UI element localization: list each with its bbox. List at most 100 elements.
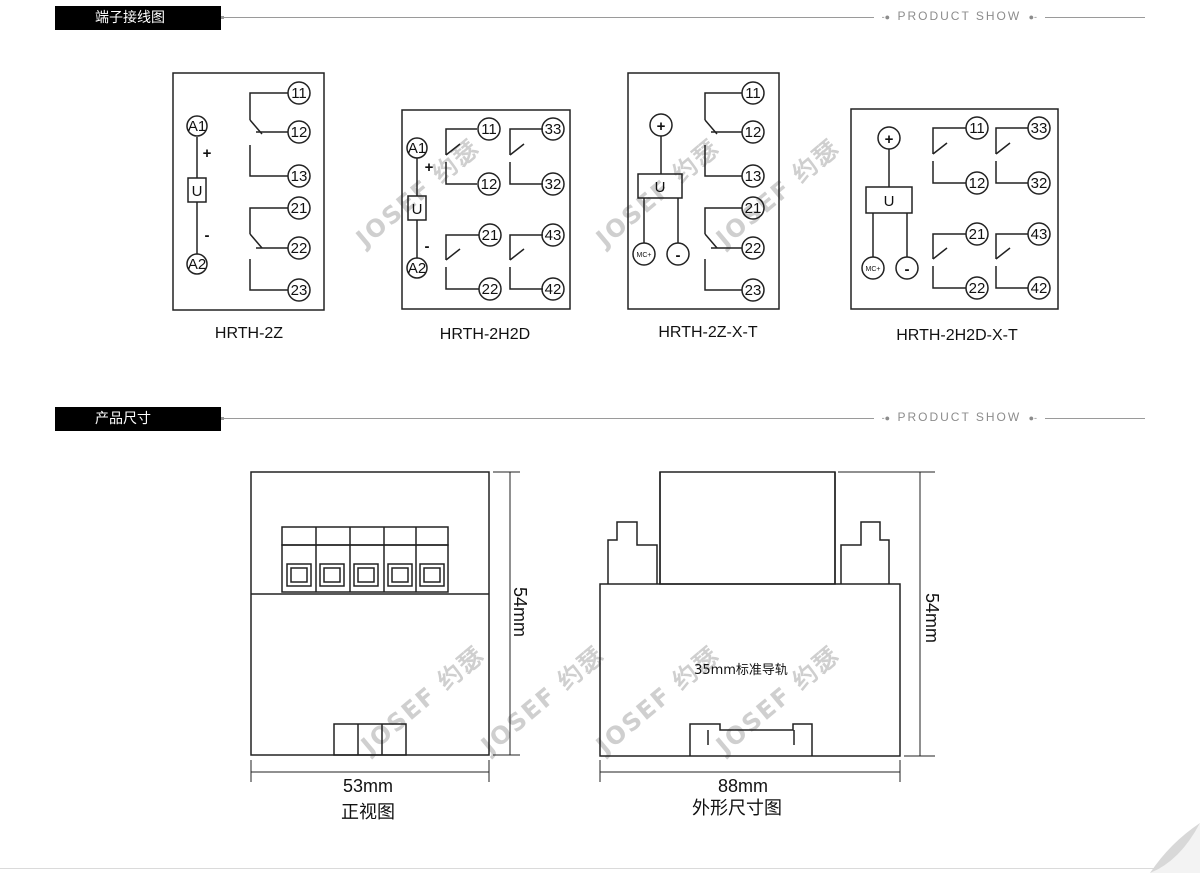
coil-label: U: [655, 179, 666, 196]
terminal-33: [541, 117, 565, 141]
wiring-diagram-hrth-2h2d: [401, 109, 571, 310]
terminal-number: 22: [745, 240, 762, 257]
terminal-11: [965, 116, 989, 140]
terminal-number: 12: [969, 175, 986, 192]
supply-terminal-label: MC+: [866, 266, 881, 273]
model-label: HRTH-2H2D-X-T: [896, 327, 1018, 344]
supply-terminal-label: +: [885, 131, 894, 148]
terminal-number: 21: [969, 226, 986, 243]
terminal-minus: [666, 242, 690, 266]
side-view-drawing: [599, 471, 935, 782]
wiring-diagram-hrth-2z: [172, 72, 325, 311]
front-view-caption: 正视图: [341, 802, 395, 823]
terminal-21: [287, 196, 311, 220]
coil-sign: +: [203, 145, 212, 162]
terminal-number: 21: [291, 200, 308, 217]
terminal-32: [541, 172, 565, 196]
terminal-12: [477, 172, 501, 196]
terminal-number: 42: [1031, 280, 1048, 297]
din-rail-label: 35mm标准导轨: [694, 663, 788, 678]
terminal-number: 11: [745, 85, 761, 102]
terminal-23: [287, 278, 311, 302]
product-show-text: PRODUCT SHOW: [897, 410, 1022, 424]
diagram-frame: [627, 72, 780, 310]
terminal-22: [478, 277, 502, 301]
terminal-13: [741, 164, 765, 188]
terminal-21: [965, 222, 989, 246]
terminal-a2: [186, 253, 208, 275]
section-header-wiring: 端子接线图 -● PRODUCT SHOW ●-: [55, 4, 1145, 30]
terminal-32: [1027, 171, 1051, 195]
right-clip: [840, 521, 890, 584]
terminal-11: [741, 81, 765, 105]
terminal-number: 13: [291, 168, 308, 185]
coil-label: U: [884, 193, 895, 210]
terminal-a1: [406, 137, 428, 159]
product-show-tag: -● PRODUCT SHOW ●-: [873, 9, 1045, 23]
product-show-text: PRODUCT SHOW: [897, 9, 1022, 23]
model-label: HRTH-2Z: [215, 325, 283, 342]
front-view-drawing: [250, 471, 520, 782]
wiring-diagram-hrth-2z-x-t: [627, 72, 780, 310]
supply-terminal-label: -: [676, 247, 681, 264]
din-rail-slot: [689, 723, 813, 756]
side-view-caption: 外形尺寸图: [692, 798, 782, 819]
coil-box: [637, 173, 683, 199]
terminal-block: [281, 526, 449, 593]
terminal-number: 33: [545, 121, 562, 138]
din-clip: [333, 723, 407, 756]
terminal-43: [1027, 222, 1051, 246]
page-curl-icon: [1150, 823, 1200, 873]
diagram-frame: [172, 72, 325, 311]
front-height-dimension: 54mm: [510, 587, 530, 637]
terminal-number: 22: [291, 240, 308, 257]
terminal-21: [478, 223, 502, 247]
coil-label: U: [192, 183, 203, 200]
terminal-mc: [632, 242, 656, 266]
watermark: JOSEF 约瑟: [474, 641, 610, 761]
terminal-mc: [861, 256, 885, 280]
terminal-13: [287, 164, 311, 188]
terminal-number: 33: [1031, 120, 1048, 137]
section-title: 产品尺寸: [55, 407, 221, 431]
terminal-number: 12: [291, 124, 308, 141]
terminal-12: [965, 171, 989, 195]
terminal-33: [1027, 116, 1051, 140]
terminal-number: 43: [1031, 226, 1048, 243]
terminal-a2: [406, 257, 428, 279]
model-label: HRTH-2H2D: [440, 326, 530, 343]
terminal-number: 23: [745, 282, 762, 299]
header-rule: [221, 417, 1145, 420]
coil-sign: +: [425, 159, 434, 176]
terminal-number: 13: [745, 168, 762, 185]
watermark: JOSEF 约瑟: [354, 641, 490, 761]
coil-box: [865, 186, 913, 214]
terminal-minus: [895, 256, 919, 280]
terminal-number: 11: [969, 120, 985, 137]
diagram-frame: [850, 108, 1059, 310]
coil-sign: -: [425, 238, 430, 255]
coil-terminal-label: A1: [408, 140, 426, 157]
supply-terminal-label: -: [905, 261, 910, 278]
terminal-23: [741, 278, 765, 302]
side-height-dimension: 54mm: [922, 593, 942, 643]
terminal-number: 42: [545, 281, 562, 298]
terminal-a1: [186, 115, 208, 137]
coil-label: U: [412, 201, 423, 218]
terminal-number: 12: [481, 176, 498, 193]
terminal-number: 23: [291, 282, 308, 299]
terminal-number: 32: [545, 176, 562, 193]
terminal-number: 21: [482, 227, 499, 244]
watermark: JOSEF 约瑟: [709, 641, 845, 761]
terminal-number: 22: [482, 281, 499, 298]
terminal-22: [287, 236, 311, 260]
terminal-number: 21: [745, 200, 762, 217]
side-width-dimension: 88mm: [718, 776, 768, 796]
product-show-tag: -● PRODUCT SHOW ●-: [873, 410, 1045, 424]
header-rule: [221, 16, 1145, 19]
terminal-42: [1027, 276, 1051, 300]
terminal-42: [541, 277, 565, 301]
coil-terminal-label: A2: [188, 256, 206, 273]
watermark: JOSEF 约瑟: [709, 134, 845, 254]
